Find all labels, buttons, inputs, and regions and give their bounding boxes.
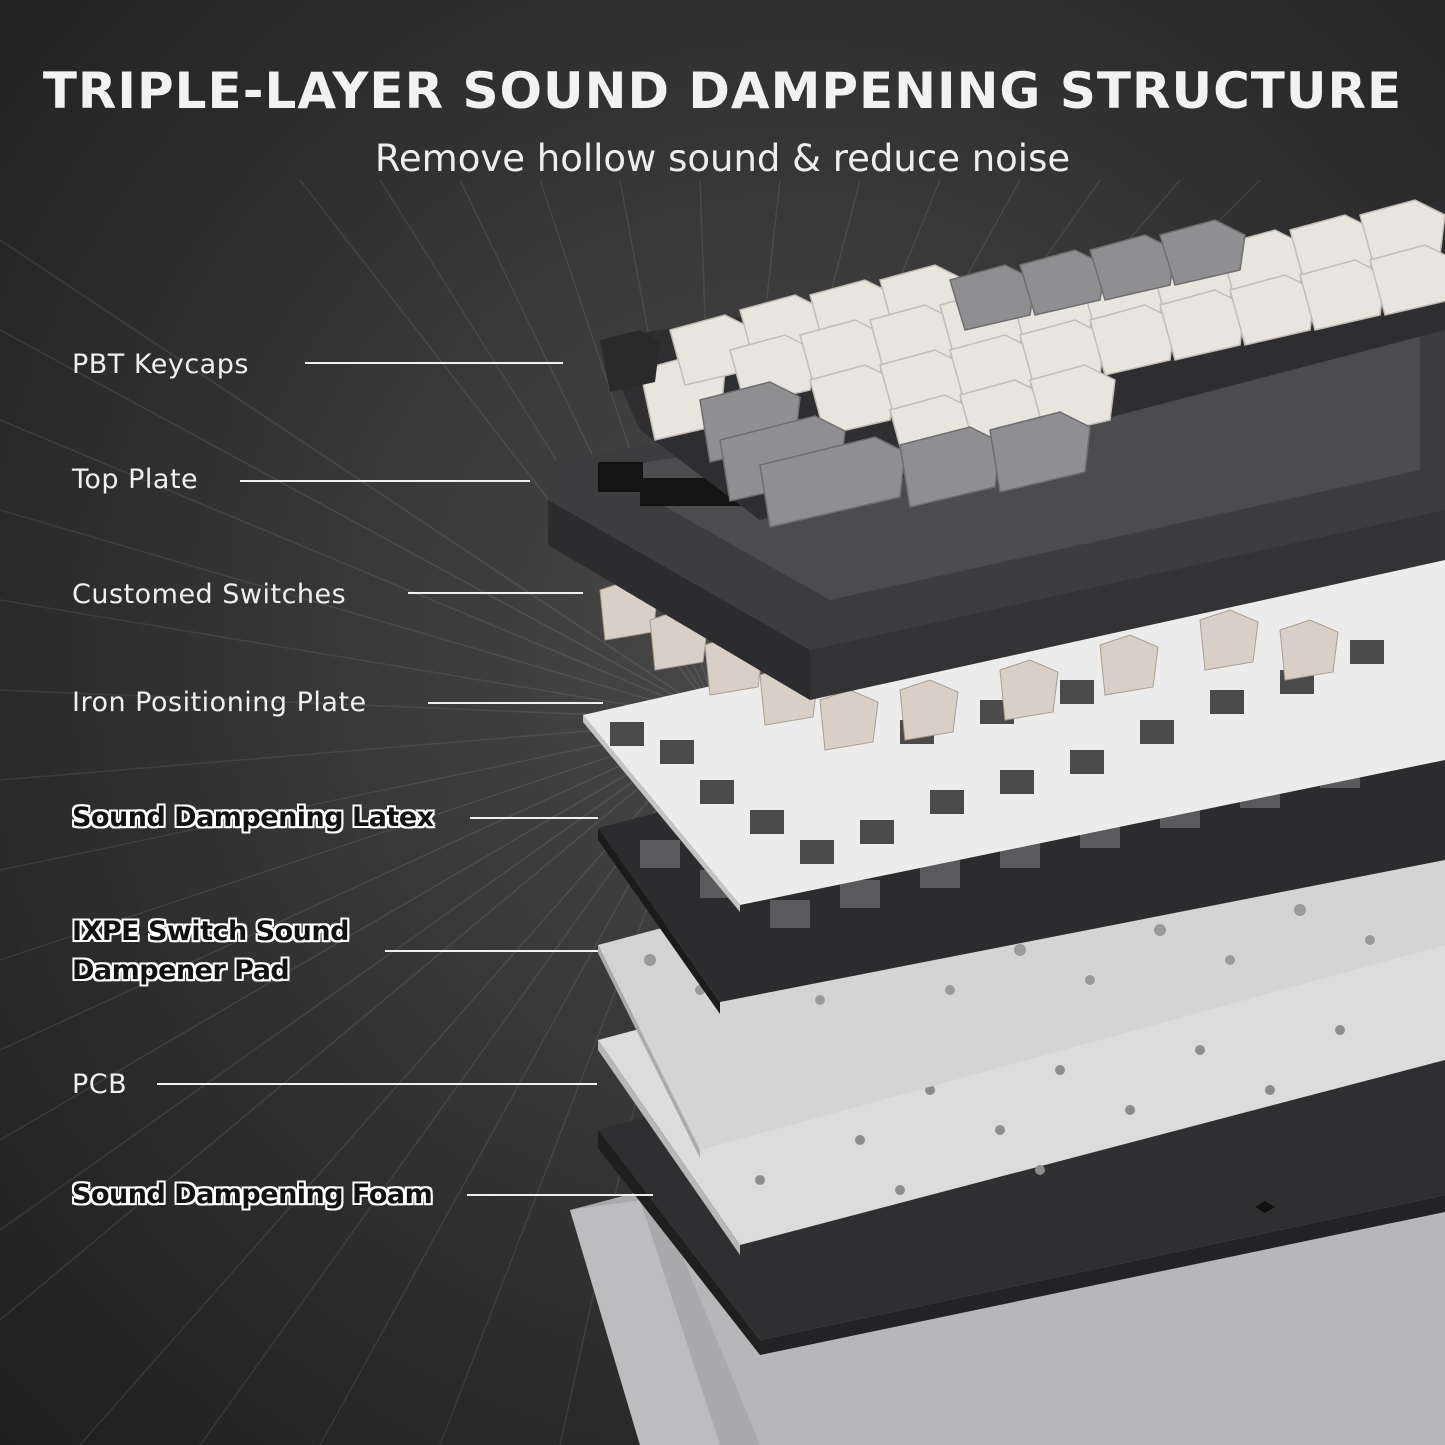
- leader-line-pcb: [157, 1083, 597, 1085]
- label-sound-dampening-foam: Sound Dampening Foam: [72, 1179, 433, 1210]
- label-pcb: PCB: [72, 1069, 128, 1100]
- leader-line-latex: [470, 817, 598, 819]
- label-iron-positioning-plate: Iron Positioning Plate: [72, 687, 367, 718]
- label-ixpe-pad-line2: Dampener Pad: [72, 955, 290, 986]
- label-ixpe-pad-line1: IXPE Switch Sound: [72, 916, 349, 947]
- leader-line-top-plate: [240, 480, 530, 482]
- leader-line-iron-plate: [428, 702, 603, 704]
- label-customed-switches: Customed Switches: [72, 579, 347, 610]
- header: TRIPLE-LAYER SOUND DAMPENING STRUCTURE R…: [0, 66, 1445, 177]
- keycaps-layer: [600, 199, 1445, 528]
- label-top-plate: Top Plate: [72, 464, 199, 495]
- leader-line-switches: [408, 592, 583, 594]
- leader-line-foam: [467, 1194, 653, 1196]
- page-title: TRIPLE-LAYER SOUND DAMPENING STRUCTURE: [42, 62, 1403, 120]
- leader-line-ixpe: [385, 950, 598, 952]
- label-sound-dampening-latex: Sound Dampening Latex: [72, 802, 434, 833]
- page-subtitle: Remove hollow sound & reduce noise: [374, 137, 1071, 180]
- label-pbt-keycaps: PBT Keycaps: [72, 349, 249, 380]
- leader-line-keycaps: [305, 362, 563, 364]
